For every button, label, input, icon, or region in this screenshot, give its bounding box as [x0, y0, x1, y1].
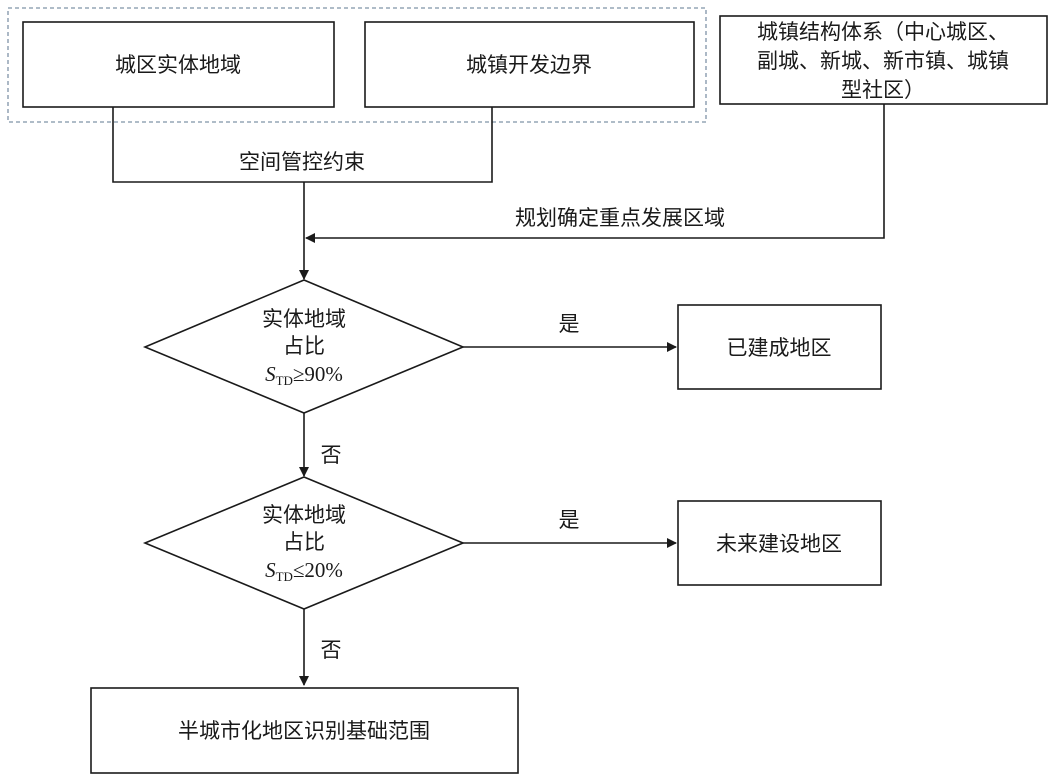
decision-1-condition: STD≥90% — [265, 362, 343, 388]
decision-2-line2: 占比 — [283, 530, 325, 554]
box-built-area: 已建成地区 — [677, 304, 882, 390]
box-future-area: 未来建设地区 — [677, 500, 882, 586]
edge-key-area-label: 规划确定重点发展区域 — [515, 206, 725, 230]
decision-1-subscript: TD — [276, 373, 293, 388]
connector-structure-to-main — [305, 104, 885, 243]
spatial-constraint-bracket — [112, 107, 493, 183]
decision-1: 实体地域 占比 STD≥90% — [142, 279, 466, 414]
box-town-structure-line2: 副城、新城、新市镇、城镇 — [757, 49, 1009, 73]
box-town-structure-line3: 型社区） — [841, 78, 925, 102]
box-town-boundary-label: 城镇开发边界 — [466, 53, 592, 77]
edge-no-1-label: 否 — [321, 443, 342, 467]
box-future-area-label: 未来建设地区 — [716, 532, 842, 556]
decision-2-threshold: ≤20% — [293, 558, 343, 582]
box-urban-entity-label: 城区实体地域 — [115, 53, 241, 77]
box-town-structure-line1: 城镇结构体系（中心城区、 — [757, 20, 1009, 44]
decision-2-line1: 实体地域 — [262, 503, 346, 527]
box-urban-entity: 城区实体地域 — [22, 21, 335, 108]
decision-2-symbol: S — [265, 558, 276, 582]
decision-1-line1: 实体地域 — [262, 307, 346, 331]
box-semi-urban: 半城市化地区识别基础范围 — [90, 687, 519, 774]
decision-1-line2: 占比 — [283, 334, 325, 358]
decision-2-condition: STD≤20% — [265, 558, 343, 584]
decision-2: 实体地域 占比 STD≤20% — [142, 476, 466, 610]
box-built-area-label: 已建成地区 — [727, 336, 832, 360]
edge-yes-1-label: 是 — [559, 312, 580, 336]
box-town-boundary: 城镇开发边界 — [364, 21, 695, 108]
box-semi-urban-label: 半城市化地区识别基础范围 — [178, 719, 430, 743]
decision-1-threshold: ≥90% — [293, 362, 343, 386]
decision-1-symbol: S — [265, 362, 276, 386]
decision-2-subscript: TD — [276, 569, 293, 584]
edge-no-2-label: 否 — [321, 638, 342, 662]
box-town-structure: 城镇结构体系（中心城区、 副城、新城、新市镇、城镇 型社区） — [719, 15, 1048, 105]
edge-spatial-constraint-label: 空间管控约束 — [239, 150, 365, 174]
edge-yes-2-label: 是 — [559, 508, 580, 532]
